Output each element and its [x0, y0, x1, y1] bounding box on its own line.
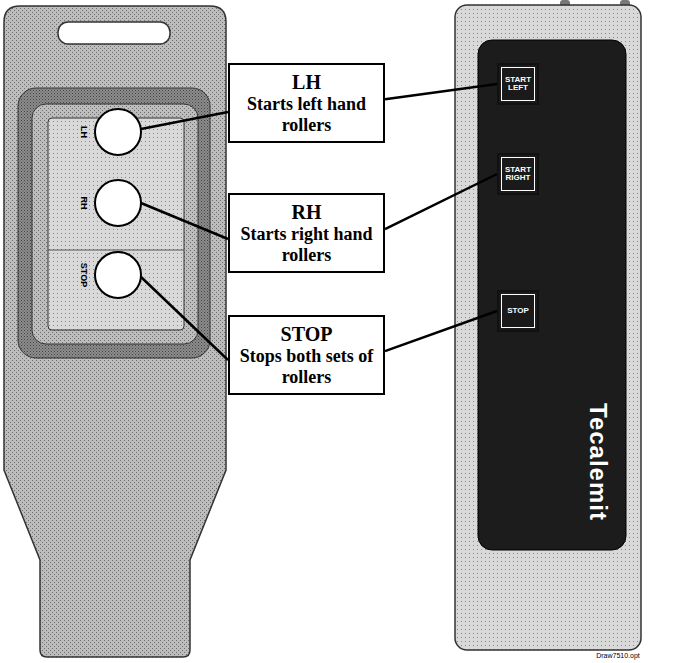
box-body: Stops both sets of rollers — [236, 346, 377, 387]
button-label: START RIGHT — [503, 166, 533, 183]
connector-line — [385, 174, 497, 229]
brand-name: Tecalemit — [584, 403, 612, 521]
connector-line — [385, 84, 497, 99]
button-label: START LEFT — [503, 76, 533, 93]
box-heading: STOP — [236, 323, 377, 346]
left-pendant — [4, 6, 226, 657]
box-body: Starts right hand rollers — [236, 224, 377, 265]
description-box: RHStarts right hand rollers — [228, 193, 385, 273]
right-pendant — [455, 0, 641, 650]
button-marking: RH — [79, 197, 89, 210]
description-box: LHStarts left hand rollers — [228, 63, 385, 143]
leader-lines — [141, 112, 228, 360]
button-marking: LH — [79, 126, 89, 138]
push-button: START LEFT — [497, 63, 539, 105]
box-heading: RH — [236, 201, 377, 224]
push-button: START RIGHT — [497, 153, 539, 195]
box-heading: LH — [236, 71, 377, 94]
button-label: STOP — [507, 307, 529, 315]
connector-line — [385, 311, 497, 351]
description-box: STOPStops both sets of rollers — [228, 315, 385, 395]
push-button: STOP — [497, 290, 539, 332]
box-body: Starts left hand rollers — [236, 94, 377, 135]
button-marking: STOP — [79, 263, 89, 287]
drawing-number: Draw7510.opt — [596, 652, 640, 659]
